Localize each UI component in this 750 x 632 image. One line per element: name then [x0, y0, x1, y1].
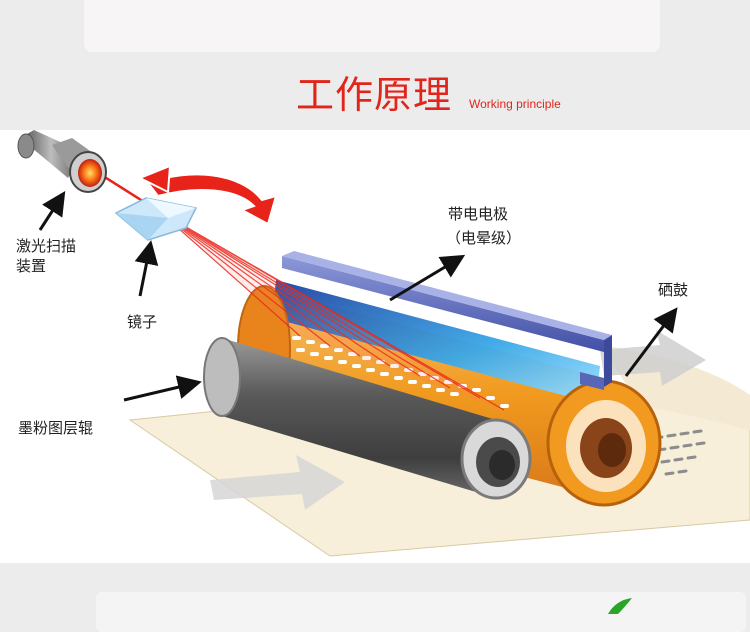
- label-laser-line2: 装置: [16, 257, 47, 275]
- laser-beams: [99, 174, 505, 411]
- label-toner-roller: 墨粉图层辊: [18, 419, 94, 437]
- charge-electrode-bar: [282, 251, 612, 390]
- label-laser-line1: 激光扫描: [16, 237, 77, 255]
- title-chinese: 工作原理: [296, 73, 453, 117]
- mirror-rotation-arrow-head: [137, 164, 172, 194]
- label-corona: （电晕级）: [446, 229, 522, 247]
- laser-fan-glow: [160, 212, 504, 410]
- pointer-arrows: [38, 190, 678, 402]
- top-card: [84, 0, 660, 52]
- leaf-icon: [608, 598, 632, 614]
- mirror: [114, 197, 198, 241]
- paper-arrow-back: [600, 330, 706, 386]
- paper-arrow-front: [210, 455, 345, 510]
- label-drum: 硒鼓: [658, 281, 689, 299]
- toner-roller: [203, 337, 532, 500]
- laser-device: [17, 130, 107, 193]
- mirror-rotation-arrow: [146, 173, 278, 226]
- label-laser-scanning-device: 激光扫描 装置: [16, 236, 76, 276]
- label-charge-electrode: 带电电极: [448, 205, 509, 223]
- latent-image-dots: [292, 336, 509, 408]
- printer-principle-diagram: [17, 130, 750, 614]
- section-title: 工作原理 Working principle: [0, 72, 750, 118]
- title-english: Working principle: [469, 97, 561, 111]
- label-mirror: 镜子: [127, 313, 158, 331]
